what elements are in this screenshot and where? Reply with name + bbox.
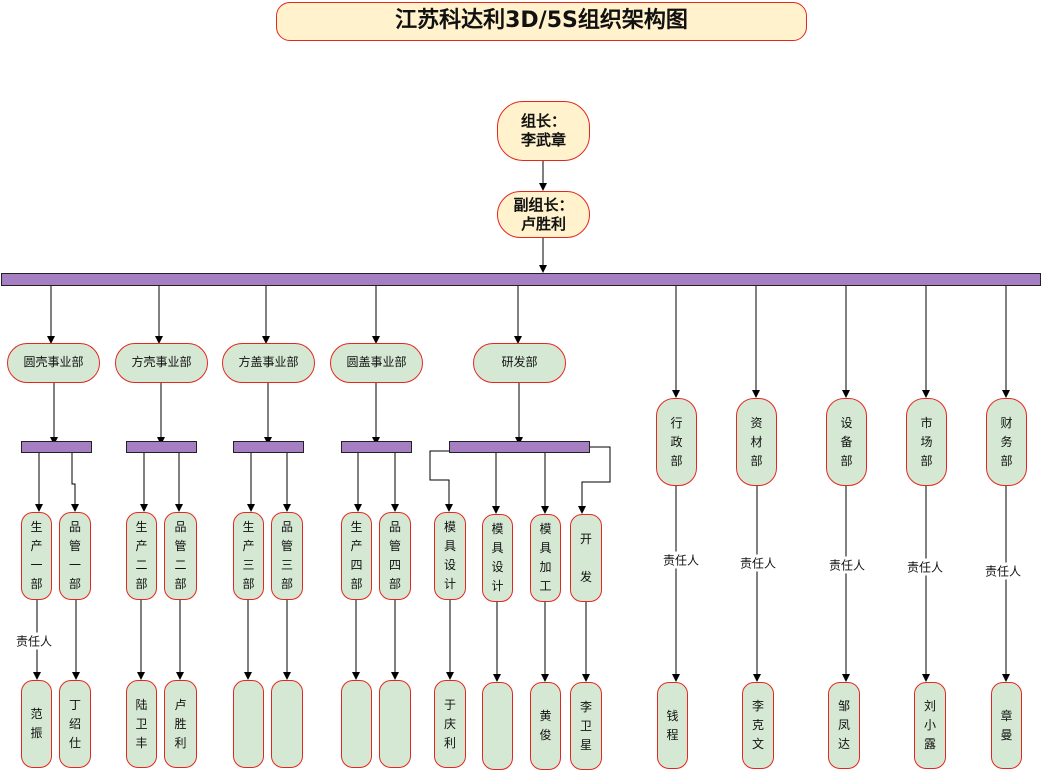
vertical-label: 范振 [30, 707, 43, 740]
person-box: 钱程 [657, 682, 688, 769]
responsible-label: 责任人 [14, 632, 54, 650]
unit-box: 模具设计 [434, 512, 466, 600]
unit-box: 生产三部 [233, 512, 264, 600]
department-box: 设备部 [826, 398, 867, 486]
person-box: 陆卫丰 [126, 680, 157, 768]
deputy-name: 卢胜利 [520, 214, 566, 233]
person-box: 卢胜利 [164, 680, 197, 768]
vertical-label: 黄俊 [539, 709, 552, 742]
vertical-label: 李克文 [751, 699, 764, 751]
division-round-cap: 圆盖事业部 [330, 343, 423, 383]
deputy-box: 副组长： 卢胜利 [497, 191, 590, 238]
responsible-label: 责任人 [738, 554, 778, 572]
unit-box: 生产四部 [341, 512, 372, 600]
deputy-role: 副组长： [513, 195, 574, 214]
responsible-label: 责任人 [983, 562, 1023, 580]
vertical-label: 生产四部 [350, 520, 363, 591]
chart-title: 江苏科达利3D/5S组织架构图 [276, 2, 807, 41]
vertical-label: 生产二部 [135, 520, 148, 591]
person-box: 李克文 [742, 682, 774, 769]
unit-box: 开 发 [570, 514, 602, 602]
division-round-shell: 圆壳事业部 [7, 343, 100, 383]
vertical-label: 模具设计 [443, 520, 456, 591]
vertical-label: 模具设计 [491, 522, 504, 593]
vertical-label: 刘小露 [923, 699, 936, 751]
main-bus-bar [1, 273, 1041, 286]
department-box: 财务部 [986, 398, 1027, 486]
vertical-label: 市场部 [920, 415, 933, 468]
sub-bar-square-shell [126, 441, 197, 453]
sub-bar-round-shell [21, 441, 92, 453]
unit-box: 生产二部 [126, 512, 157, 600]
person-box: 黄俊 [530, 682, 561, 770]
division-rnd: 研发部 [473, 343, 566, 383]
vertical-label: 品管四部 [388, 520, 401, 591]
sub-bar-square-cap [233, 441, 304, 453]
person-box: 于庆利 [434, 680, 466, 768]
vertical-label: 丁绍仕 [68, 697, 81, 750]
person-box [482, 682, 513, 770]
person-box: 丁绍仕 [59, 680, 91, 768]
unit-box: 品管二部 [164, 512, 197, 600]
vertical-label: 模具加工 [539, 522, 552, 593]
person-box [379, 680, 411, 768]
unit-box: 品管三部 [271, 512, 303, 600]
person-box: 章曼 [991, 682, 1022, 769]
division-square-shell: 方壳事业部 [115, 343, 208, 383]
vertical-label: 卢胜利 [174, 697, 187, 750]
vertical-label: 财务部 [1000, 415, 1013, 468]
responsible-label: 责任人 [827, 556, 867, 574]
department-box: 资材部 [736, 398, 777, 486]
vertical-label: 李卫星 [579, 699, 592, 752]
responsible-label: 责任人 [905, 558, 945, 576]
unit-box: 生产一部 [21, 512, 52, 600]
vertical-label: 品管一部 [68, 520, 81, 591]
vertical-label: 资材部 [750, 415, 763, 468]
person-box [341, 680, 372, 768]
vertical-label: 钱程 [666, 708, 679, 742]
person-box [271, 680, 303, 768]
vertical-label: 品管三部 [280, 520, 293, 591]
vertical-label: 开 发 [579, 531, 592, 584]
unit-box: 模具设计 [482, 514, 513, 602]
person-box: 李卫星 [570, 682, 602, 770]
vertical-label: 于庆利 [443, 697, 456, 750]
vertical-label: 品管二部 [174, 520, 187, 591]
vertical-label: 行政部 [670, 415, 683, 468]
person-box: 刘小露 [914, 682, 946, 769]
vertical-label: 章曼 [1000, 708, 1013, 742]
sub-bar-round-cap [341, 441, 412, 453]
vertical-label: 生产一部 [30, 520, 43, 591]
division-square-cap: 方盖事业部 [222, 343, 315, 383]
person-box: 邹凤达 [828, 682, 860, 769]
responsible-label: 责任人 [661, 551, 701, 569]
unit-box: 模具加工 [530, 514, 561, 602]
department-box: 市场部 [906, 398, 947, 486]
leader-box: 组长： 李武章 [497, 101, 590, 161]
sub-bar-rnd [449, 441, 590, 453]
person-box [233, 680, 264, 768]
unit-box: 品管一部 [59, 512, 91, 600]
vertical-label: 邹凤达 [837, 699, 850, 751]
leader-role: 组长： [520, 112, 566, 130]
vertical-label: 陆卫丰 [135, 697, 148, 750]
leader-name: 李武章 [520, 131, 566, 149]
vertical-label: 生产三部 [242, 520, 255, 591]
department-box: 行政部 [656, 398, 697, 486]
vertical-label: 设备部 [840, 415, 853, 468]
person-box: 范振 [21, 680, 52, 768]
unit-box: 品管四部 [379, 512, 411, 600]
